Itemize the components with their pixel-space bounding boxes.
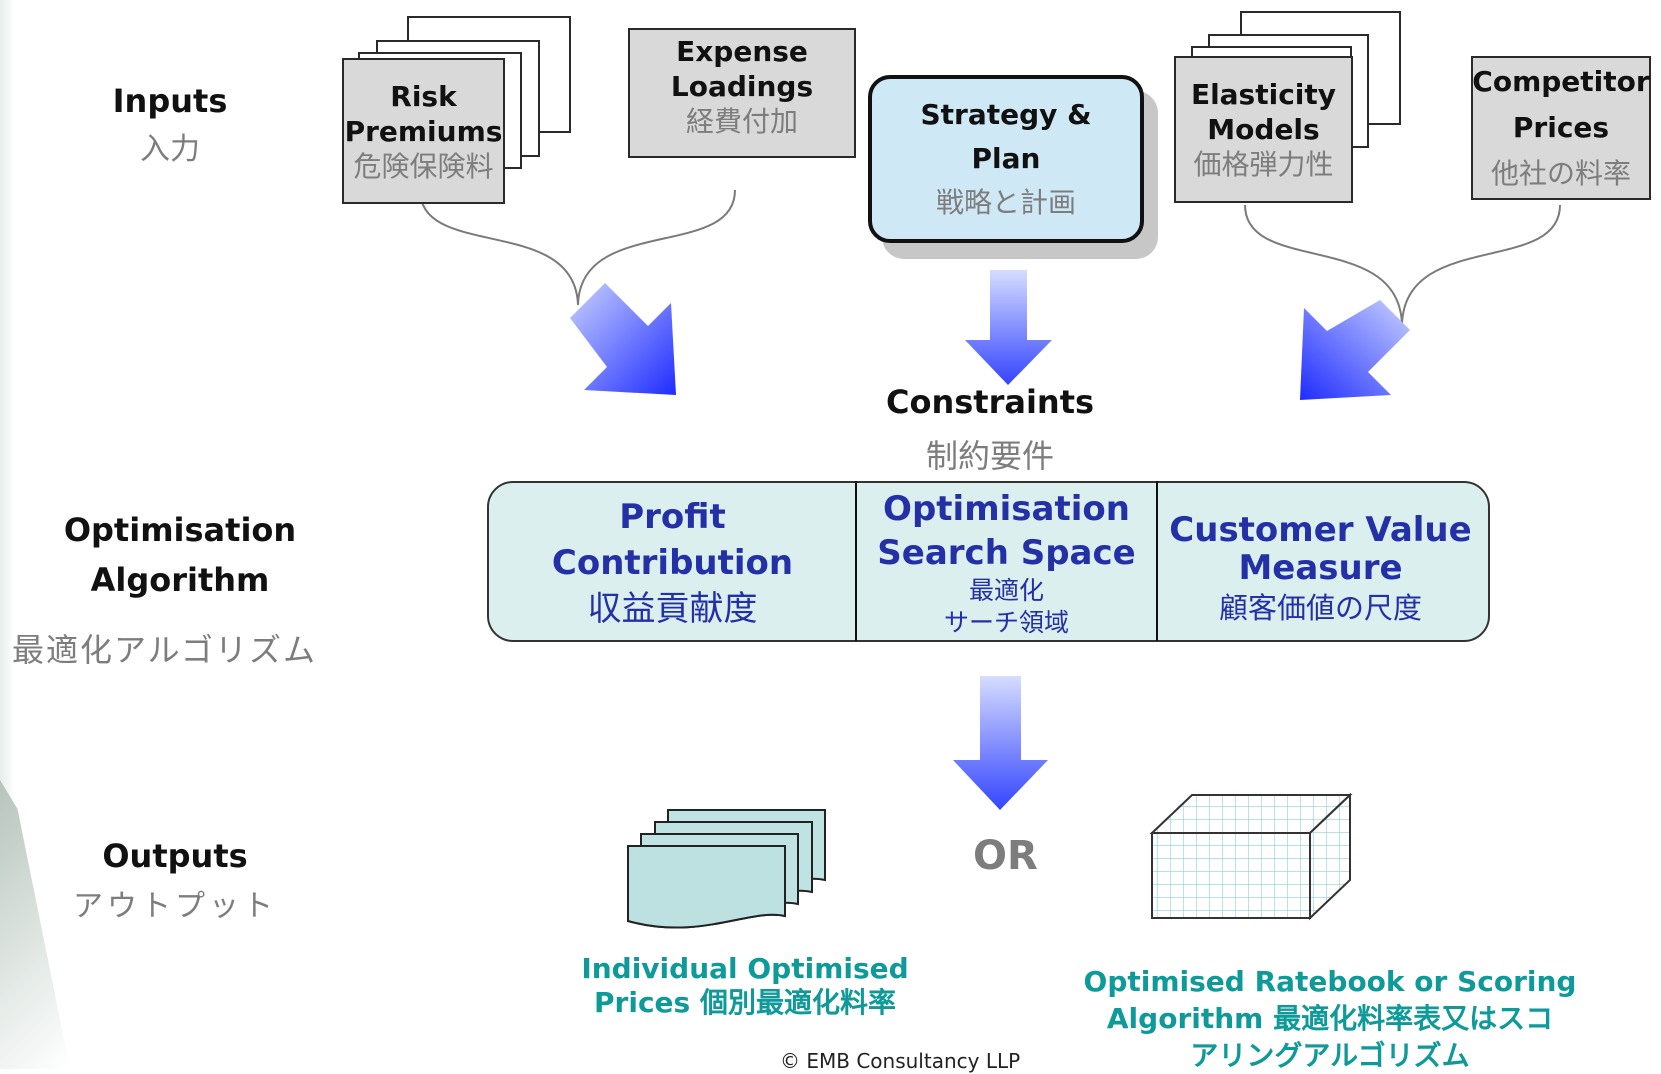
algorithm-label-en-2: Algorithm	[90, 561, 270, 599]
algorithm-label-en-1: Optimisation	[63, 511, 297, 549]
competitor-prices-box: Competitor Prices 他社の料率	[1471, 56, 1651, 200]
elasticity-en-1: Elasticity	[1190, 78, 1337, 111]
strategy-plan-box: Strategy & Plan 戦略と計画	[868, 75, 1144, 243]
strategy-en-2: Plan	[971, 142, 1041, 175]
profit-contribution-panel: Profit Contribution 収益貢献度	[490, 490, 855, 635]
outputs-down-arrow	[953, 676, 1048, 810]
search-space-panel: Optimisation Search Space 最適化 サーチ領域	[857, 484, 1156, 641]
ratebook-caption: Optimised Ratebook or Scoring Algorithm …	[1080, 963, 1580, 1074]
risk-premiums-box: Risk Premiums 危険保険料	[342, 58, 505, 204]
search-jp-1: 最適化	[968, 575, 1044, 605]
constraints-jp: 制約要件	[925, 437, 1054, 475]
algorithm-label-jp: 最適化アルゴリズム	[12, 631, 318, 669]
constraints-label: Constraints 制約要件	[850, 383, 1130, 477]
expense-loadings-jp: 経費付加	[685, 104, 798, 138]
search-en-1: Optimisation	[883, 488, 1130, 529]
search-jp-2: サーチ領域	[943, 607, 1069, 637]
individual-line-1: Individual Optimised	[581, 952, 909, 985]
strategy-jp: 戦略と計画	[935, 186, 1076, 219]
strategy-down-arrow	[965, 270, 1052, 385]
right-brace	[1244, 204, 1561, 326]
expense-loadings-en-2: Loadings	[670, 69, 814, 103]
algorithm-box	[487, 481, 1490, 642]
profit-jp: 収益貢献度	[587, 588, 758, 629]
elasticity-en-2: Models	[1207, 113, 1320, 146]
competitor-jp: 他社の料率	[1490, 157, 1631, 190]
elasticity-models-box: Elasticity Models 価格弾力性	[1174, 56, 1353, 203]
copyright-footer: © EMB Consultancy LLP	[780, 1049, 1021, 1073]
individual-prices-caption: Individual Optimised Prices 個別最適化料率	[550, 952, 940, 1020]
risk-premiums-en-1: Risk	[390, 79, 457, 113]
elasticity-jp: 価格弾力性	[1193, 148, 1334, 181]
expense-loadings-box: Expense Loadings 経費付加	[628, 28, 856, 158]
algorithm-divider-2	[1156, 481, 1158, 641]
right-input-arrow	[1300, 300, 1410, 400]
profit-en-2: Contribution	[551, 542, 794, 583]
customer-jp: 顧客価値の尺度	[1218, 591, 1422, 625]
inputs-label-en: Inputs	[112, 82, 228, 120]
customer-en-1: Customer Value	[1169, 510, 1472, 550]
risk-premiums-en-2: Premiums	[344, 114, 503, 148]
strategy-en-1: Strategy &	[920, 98, 1092, 131]
outputs-label-en: Outputs	[102, 837, 248, 875]
left-brace	[419, 189, 736, 306]
competitor-en-2: Prices	[1512, 111, 1610, 144]
risk-premiums-jp: 危険保険料	[353, 149, 494, 183]
search-en-2: Search Space	[877, 532, 1136, 573]
ratebook-line-2: Algorithm 最適化料率表又はスコ	[1106, 1002, 1554, 1035]
expense-loadings-en-1: Expense	[676, 34, 808, 68]
customer-en-2: Measure	[1238, 548, 1403, 588]
left-input-arrow	[570, 283, 676, 395]
profit-en-1: Profit	[619, 496, 726, 537]
ratebook-line-1: Optimised Ratebook or Scoring	[1083, 965, 1577, 998]
algorithm-label: Optimisation Algorithm	[40, 505, 320, 605]
individual-line-2: Prices 個別最適化料率	[594, 986, 896, 1019]
inputs-label-jp: 入力	[140, 132, 200, 167]
inputs-label: Inputs 入力	[90, 82, 250, 168]
customer-value-panel: Customer Value Measure 顧客価値の尺度	[1158, 500, 1483, 640]
competitor-en-1: Competitor	[1472, 65, 1650, 98]
constraints-en: Constraints	[885, 383, 1095, 421]
ratebook-cube-icon	[1149, 792, 1353, 921]
outputs-label: Outputs アウトプット	[60, 837, 290, 925]
algorithm-divider-1	[855, 481, 857, 641]
or-label: OR	[973, 833, 1038, 879]
outputs-label-jp: アウトプット	[73, 889, 277, 924]
documents-icon	[627, 809, 826, 929]
ratebook-line-3: アリングアルゴリズム	[1190, 1039, 1470, 1072]
